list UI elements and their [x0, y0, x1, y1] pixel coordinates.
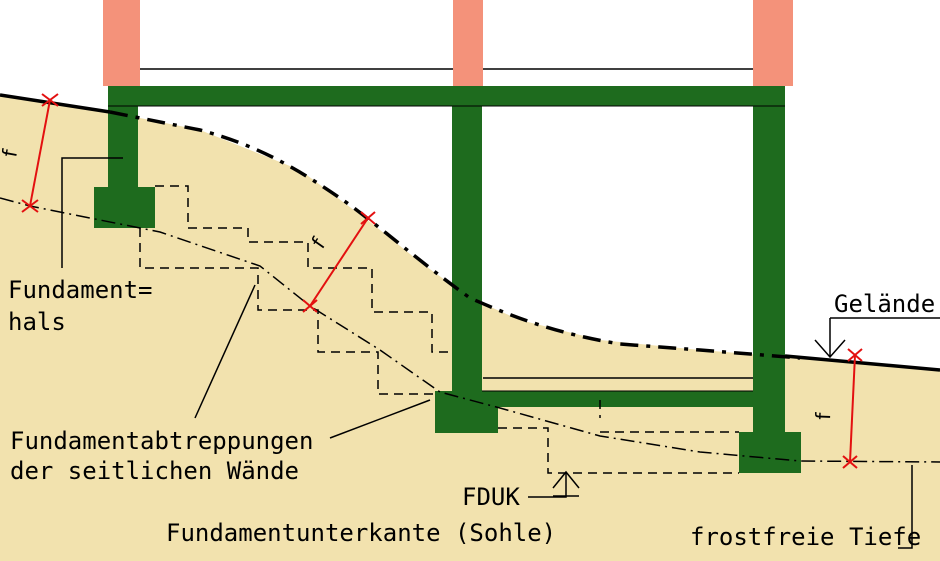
footing-middle [435, 391, 498, 433]
frost-markers [21, 93, 863, 469]
label-frostfreie-tiefe: frostfreie Tiefe [690, 523, 921, 551]
leader-fduk-arrow [552, 470, 580, 497]
leader-abtreppungen-2 [329, 399, 431, 439]
label-fundament-hals-1: Fundament= [8, 276, 153, 304]
leader-fduk [528, 472, 567, 498]
label-fundament-hals-2: hals [8, 308, 66, 336]
brick-column-left [103, 0, 140, 86]
footing-left [94, 187, 155, 228]
basement-floor-slab [482, 391, 753, 407]
leader-lines [61, 157, 940, 549]
label-abtreppungen-2: der seitlichen Wände [10, 457, 299, 485]
window-lines [140, 68, 753, 379]
left-wall [108, 106, 138, 188]
label-fduk: FDUK [462, 483, 520, 511]
frost-marker-left [21, 93, 59, 213]
structure-walls [94, 86, 801, 473]
terrain-line-dashed [109, 110, 801, 360]
footing-right [739, 432, 801, 473]
brick-column-right [753, 0, 793, 86]
frost-symbol-right: f [811, 411, 835, 420]
frost-marker-right [842, 348, 863, 469]
leader-frostfrei [898, 465, 913, 549]
frost-depth-line [0, 197, 940, 463]
stepped-foundation-lines [139, 185, 739, 474]
leader-abtreppungen-1 [194, 284, 256, 419]
structure-outlines [108, 105, 785, 392]
terrain-line-right [784, 354, 940, 372]
right-wall [753, 106, 785, 432]
frost-marker-middle [302, 211, 376, 313]
label-gelaende: Gelände [834, 290, 935, 318]
ceiling-slab [108, 86, 785, 106]
leader-fundamenthals [61, 157, 123, 268]
middle-wall [452, 106, 482, 391]
brick-column-middle [453, 0, 483, 86]
leader-gelaende-arrow [814, 318, 846, 359]
label-abtreppungen-1: Fundamentabtreppungen [10, 427, 313, 455]
label-sohle: Fundamentunterkante (Sohle) [166, 519, 556, 547]
